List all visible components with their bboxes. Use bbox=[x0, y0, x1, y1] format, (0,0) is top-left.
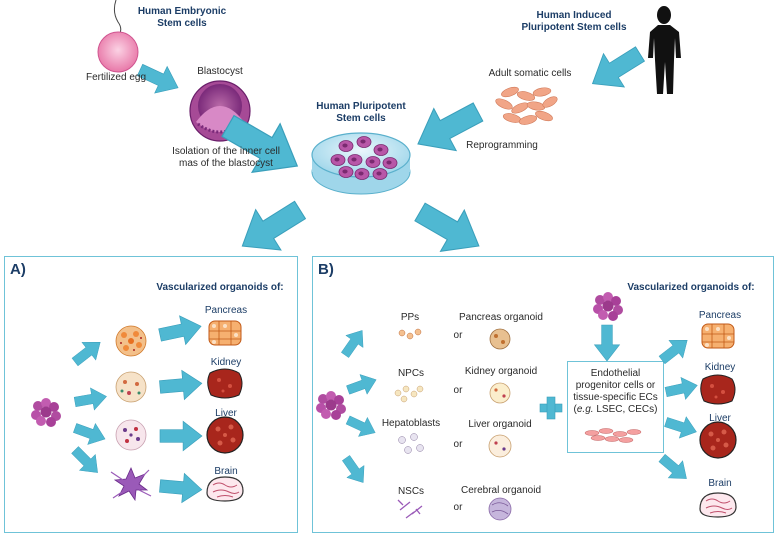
pancreas-organoid-label: Pancreas organoid bbox=[459, 312, 543, 323]
endothelial-box-text: Endothelial progenitor cells or tissue-s… bbox=[569, 368, 662, 416]
pps-cells-icon bbox=[398, 328, 422, 340]
panel-a-kidney-spheroid bbox=[115, 371, 147, 403]
liver-organoid-spheroid bbox=[488, 434, 512, 458]
panel-a-title: A) bbox=[10, 261, 26, 278]
npcs-cells-icon bbox=[394, 385, 424, 403]
panel-b-pancreas-label: Pancreas bbox=[698, 310, 742, 321]
endothelial-line-1: Endothelial bbox=[590, 368, 641, 379]
or-label-1: or bbox=[453, 330, 463, 341]
arrow-person-to-somatic bbox=[581, 36, 651, 101]
fertilized-egg-icon bbox=[97, 31, 139, 73]
panel-a-liver-label: Liver bbox=[215, 408, 237, 419]
panel-a-heading: Vascularized organoids of: bbox=[156, 282, 284, 293]
arrow-somatic-to-dish bbox=[406, 90, 490, 166]
hpsc-title: Human Pluripotent Stem cells bbox=[316, 101, 406, 124]
panel-a-liver-organoid-icon bbox=[206, 416, 244, 454]
panel-b-pancreas-organoid-icon bbox=[701, 323, 735, 349]
or-label-2: or bbox=[453, 385, 463, 396]
panel-b-brain-organoid-icon bbox=[699, 492, 737, 518]
panel-b-brain-label: Brain bbox=[708, 478, 732, 489]
cerebral-organoid-label: Cerebral organoid bbox=[460, 485, 542, 496]
endothelial-line-2: progenitor cells or bbox=[575, 380, 656, 391]
endothelial-line-4: (e.g. LSEC, CECs) bbox=[573, 404, 658, 415]
cerebral-organoid-spheroid bbox=[488, 497, 512, 521]
progenitor-pps-label: PPs bbox=[400, 312, 420, 323]
panel-a-pancreas-label: Pancreas bbox=[204, 305, 248, 316]
plus-icon bbox=[539, 396, 563, 420]
nscs-cells-icon bbox=[397, 499, 423, 519]
panel-a-brain-label: Brain bbox=[214, 466, 238, 477]
hepatoblasts-cells-icon bbox=[398, 433, 424, 454]
arrow-dish-to-panel-a bbox=[229, 189, 314, 267]
progenitor-npcs-label: NPCs bbox=[397, 368, 425, 379]
petri-dish-icon bbox=[311, 132, 411, 195]
isolation-label: Isolation of the inner cell mas of the b… bbox=[172, 146, 280, 169]
panel-b-kidney-label: Kidney bbox=[704, 362, 736, 373]
or-label-4: or bbox=[453, 502, 463, 513]
somatic-cells-icon bbox=[495, 86, 558, 125]
panel-a-liver-spheroid bbox=[115, 419, 147, 451]
panel-a-stem-cluster-icon bbox=[31, 398, 61, 427]
panel-a-kidney-label: Kidney bbox=[210, 357, 242, 368]
human-silhouette-icon bbox=[648, 6, 681, 94]
panel-a-pancreas-organoid-icon bbox=[208, 320, 242, 346]
panel-b-title: B) bbox=[318, 261, 334, 278]
panel-b-kidney-organoid-icon bbox=[700, 374, 736, 405]
arrow-dish-to-panel-b bbox=[407, 190, 492, 268]
progenitor-nscs-label: NSCs bbox=[397, 486, 425, 497]
pancreas-organoid-spheroid bbox=[489, 328, 511, 350]
panel-b-heading: Vascularized organoids of: bbox=[627, 282, 755, 293]
endothelial-line-3: tissue-specific ECs bbox=[573, 392, 658, 403]
panel-a-pancreas-spheroid bbox=[115, 325, 147, 357]
panel-a-brain-organoid-icon bbox=[206, 476, 244, 502]
adult-somatic-label: Adult somatic cells bbox=[488, 68, 572, 79]
endothelial-cells-icon bbox=[584, 428, 642, 443]
panel-b-ec-source-cluster-icon bbox=[593, 292, 623, 321]
panel-b-stem-cluster-icon bbox=[316, 391, 346, 420]
kidney-organoid-spheroid bbox=[489, 382, 511, 404]
hipsc-title: Human Induced Pluripotent Stem cells bbox=[521, 10, 627, 33]
panel-b-liver-organoid-icon bbox=[699, 421, 737, 459]
panel-b-liver-label: Liver bbox=[709, 413, 731, 424]
liver-organoid-label: Liver organoid bbox=[468, 419, 532, 430]
fertilized-egg-label: Fertilized egg bbox=[85, 72, 147, 83]
panel-a-neural-spheroid bbox=[110, 467, 152, 501]
or-label-3: or bbox=[453, 439, 463, 450]
kidney-organoid-label: Kidney organoid bbox=[464, 366, 538, 377]
blastocyst-label: Blastocyst bbox=[197, 66, 243, 77]
panel-a-kidney-organoid-icon bbox=[207, 368, 243, 399]
reprogramming-label: Reprogramming bbox=[466, 140, 538, 151]
progenitor-hepatoblasts-label: Hepatoblasts bbox=[381, 418, 441, 429]
hesc-title: Human Embryonic Stem cells bbox=[137, 6, 227, 29]
